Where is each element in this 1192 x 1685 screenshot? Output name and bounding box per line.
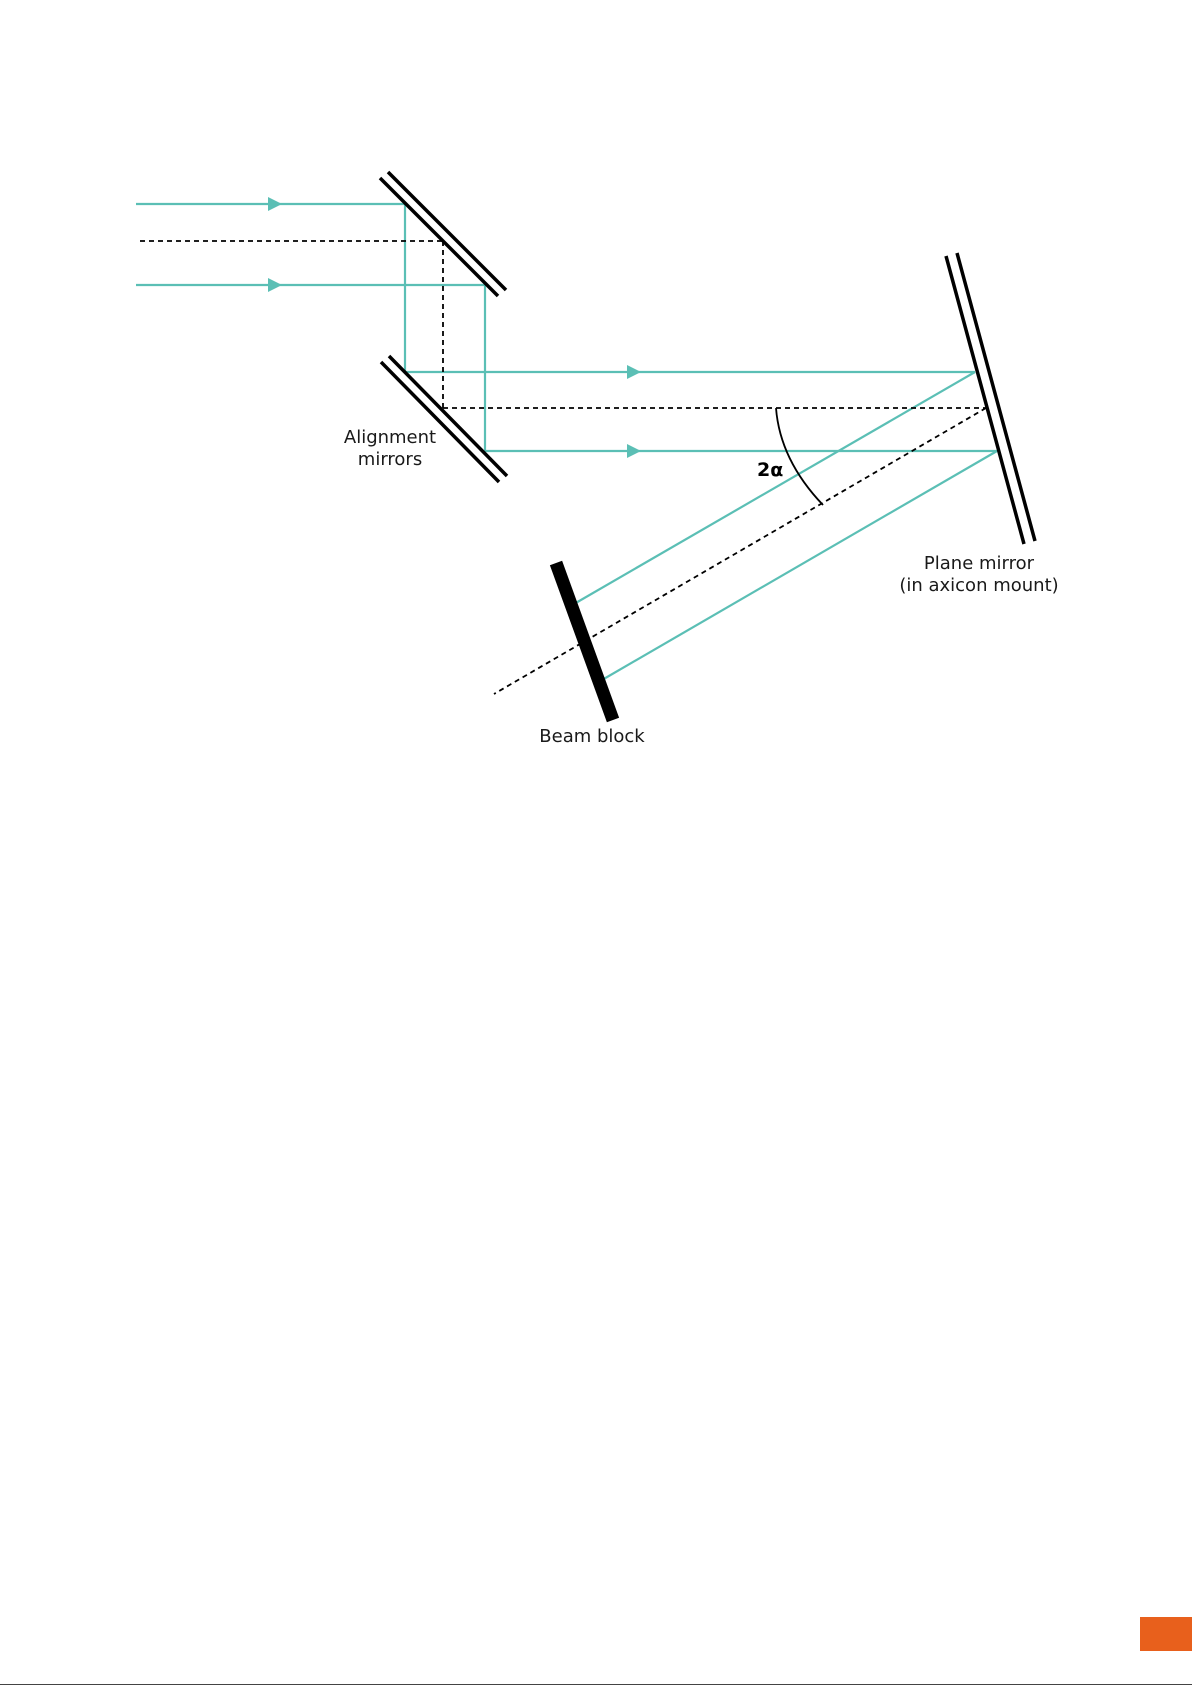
arrow-incoming-lower [268, 278, 282, 292]
arrow-to-mirror-lower [627, 444, 641, 458]
optical-axis [140, 241, 986, 694]
plane-mirror [946, 253, 1035, 544]
reflected-beam-upper [574, 372, 975, 604]
alignment-mirrors-label-line1: Alignment [344, 427, 436, 448]
arrow-incoming-upper [268, 197, 282, 211]
plane-mirror-label-line2: (in axicon mount) [899, 575, 1058, 596]
page-corner-tab [1140, 1617, 1192, 1651]
beam-block-label: Beam block [539, 726, 645, 747]
angle-arc [776, 408, 823, 505]
alignment-mirrors-label-line2: mirrors [358, 449, 422, 470]
angle-label: 2α [757, 459, 783, 481]
arrow-to-mirror-upper [627, 365, 641, 379]
plane-mirror-label-line1: Plane mirror [924, 553, 1035, 574]
